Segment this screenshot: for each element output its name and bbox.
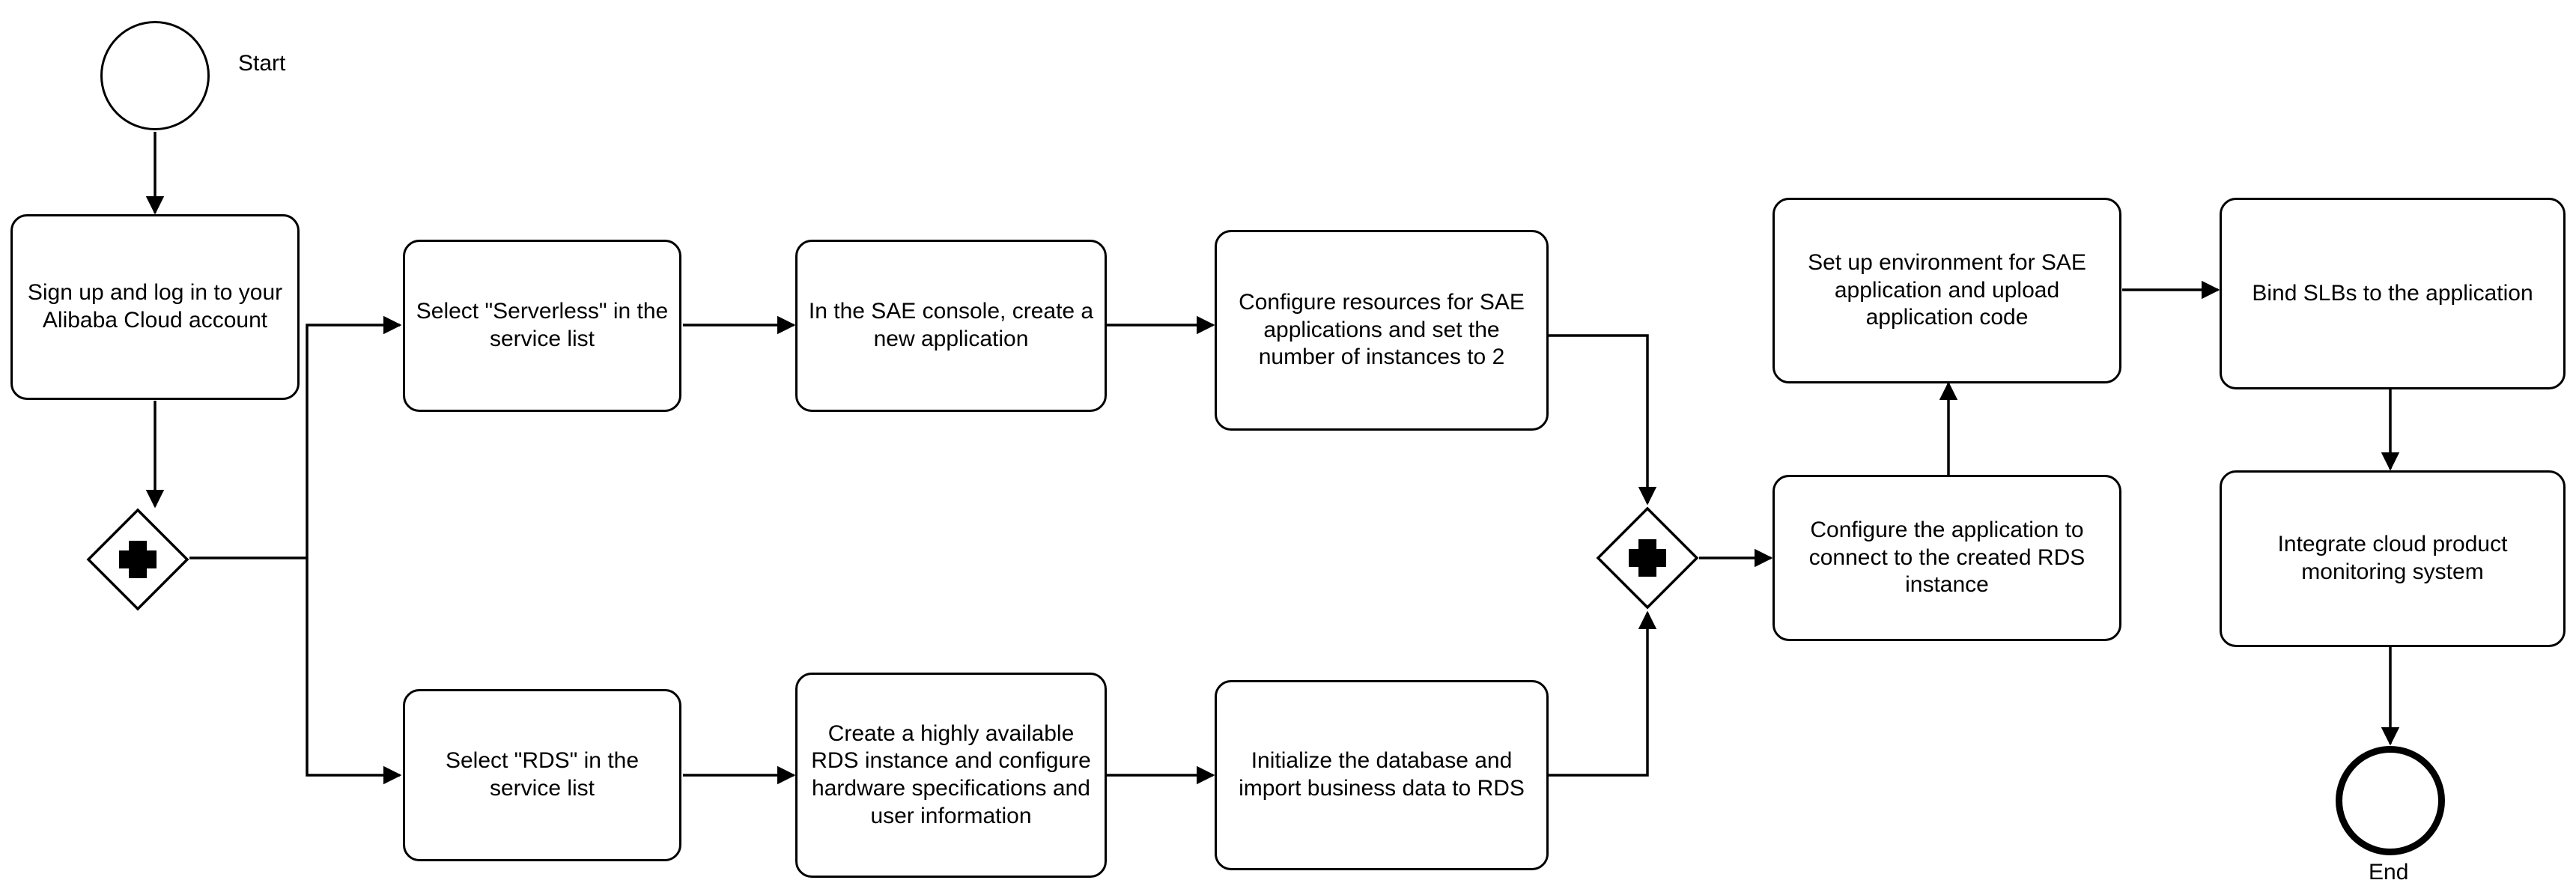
end-event[interactable] [2336,746,2445,855]
start-event[interactable] [100,21,210,130]
task-integrate-monitoring[interactable]: Integrate cloud product monitoring syste… [2220,470,2566,647]
task-bind-slb[interactable]: Bind SLBs to the application [2220,198,2566,389]
task-sae-console[interactable]: In the SAE console, create a new applica… [795,240,1107,412]
task-integrate-monitoring-label: Integrate cloud product monitoring syste… [2277,532,2508,584]
gateway-join-diamond-icon [1596,506,1699,610]
task-create-rds-instance-label: Create a highly available RDS instance a… [811,720,1091,828]
task-connect-rds[interactable]: Configure the application to connect to … [1772,475,2121,641]
task-create-rds-instance[interactable]: Create a highly available RDS instance a… [795,673,1107,878]
task-select-rds-label: Select "RDS" in the service list [445,748,640,801]
task-init-database[interactable]: Initialize the database and import busin… [1215,680,1549,870]
gateway-split-diamond-icon [86,508,189,611]
task-select-serverless-label: Select "Serverless" in the service list [416,299,669,351]
task-configure-resources[interactable]: Configure resources for SAE applications… [1215,230,1549,431]
flow-split-to-serverless [306,315,402,558]
end-event-label: End [2369,860,2409,885]
task-connect-rds-label: Configure the application to connect to … [1808,518,2086,598]
task-init-database-label: Initialize the database and import busin… [1239,748,1525,801]
flow-split-to-rdslist [306,558,402,785]
flow-rdsinit-to-join [1548,610,1657,777]
parallel-gateway-join[interactable] [1596,506,1699,610]
task-setup-environment-label: Set up environment for SAE application a… [1808,250,2086,330]
task-setup-environment[interactable]: Set up environment for SAE application a… [1772,198,2121,383]
task-bind-slb-label: Bind SLBs to the application [2252,280,2533,306]
task-sae-console-label: In the SAE console, create a new applica… [808,299,1094,351]
task-select-rds[interactable]: Select "RDS" in the service list [403,689,681,861]
task-select-serverless[interactable]: Select "Serverless" in the service list [403,240,681,412]
parallel-gateway-split[interactable] [86,508,189,611]
start-event-label: Start [238,51,286,76]
task-signup[interactable]: Sign up and log in to your Alibaba Cloud… [10,214,300,400]
task-signup-label: Sign up and log in to your Alibaba Cloud… [27,280,283,333]
task-configure-resources-label: Configure resources for SAE applications… [1239,290,1525,370]
flow-resources-to-join [1548,334,1657,506]
